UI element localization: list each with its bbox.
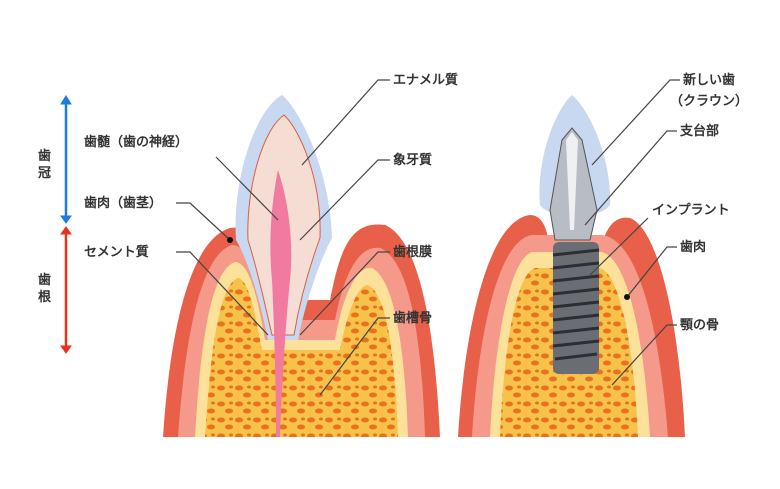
label-enamel: エナメル質: [393, 73, 459, 88]
label-abutment: 支台部: [680, 124, 720, 139]
label-periodontal-ligament: 歯根膜: [393, 245, 433, 260]
implant-illustration: [458, 95, 685, 437]
label-crown: （クラウン）: [670, 94, 749, 109]
leader-lines: [176, 79, 680, 396]
label-gum-right: 歯肉: [680, 240, 707, 255]
crown-label: 歯冠: [38, 149, 52, 181]
label-jaw-bone: 顎の骨: [680, 318, 720, 333]
label-pulp: 歯髄（歯の神経）: [84, 135, 189, 150]
label-gum-left: 歯肉（歯茎）: [84, 196, 163, 211]
label-cementum: セメント質: [84, 245, 149, 260]
label-alveolar-bone: 歯槽骨: [393, 311, 433, 326]
root-extent-arrow: [60, 226, 72, 354]
label-dentin: 象牙質: [393, 153, 433, 168]
label-new-tooth: 新しい歯: [683, 73, 736, 88]
crown-extent-arrow: [60, 95, 72, 224]
natural-tooth-illustration: [163, 95, 440, 437]
root-label: 歯根: [38, 273, 52, 305]
label-implant: インプラント: [652, 203, 730, 218]
